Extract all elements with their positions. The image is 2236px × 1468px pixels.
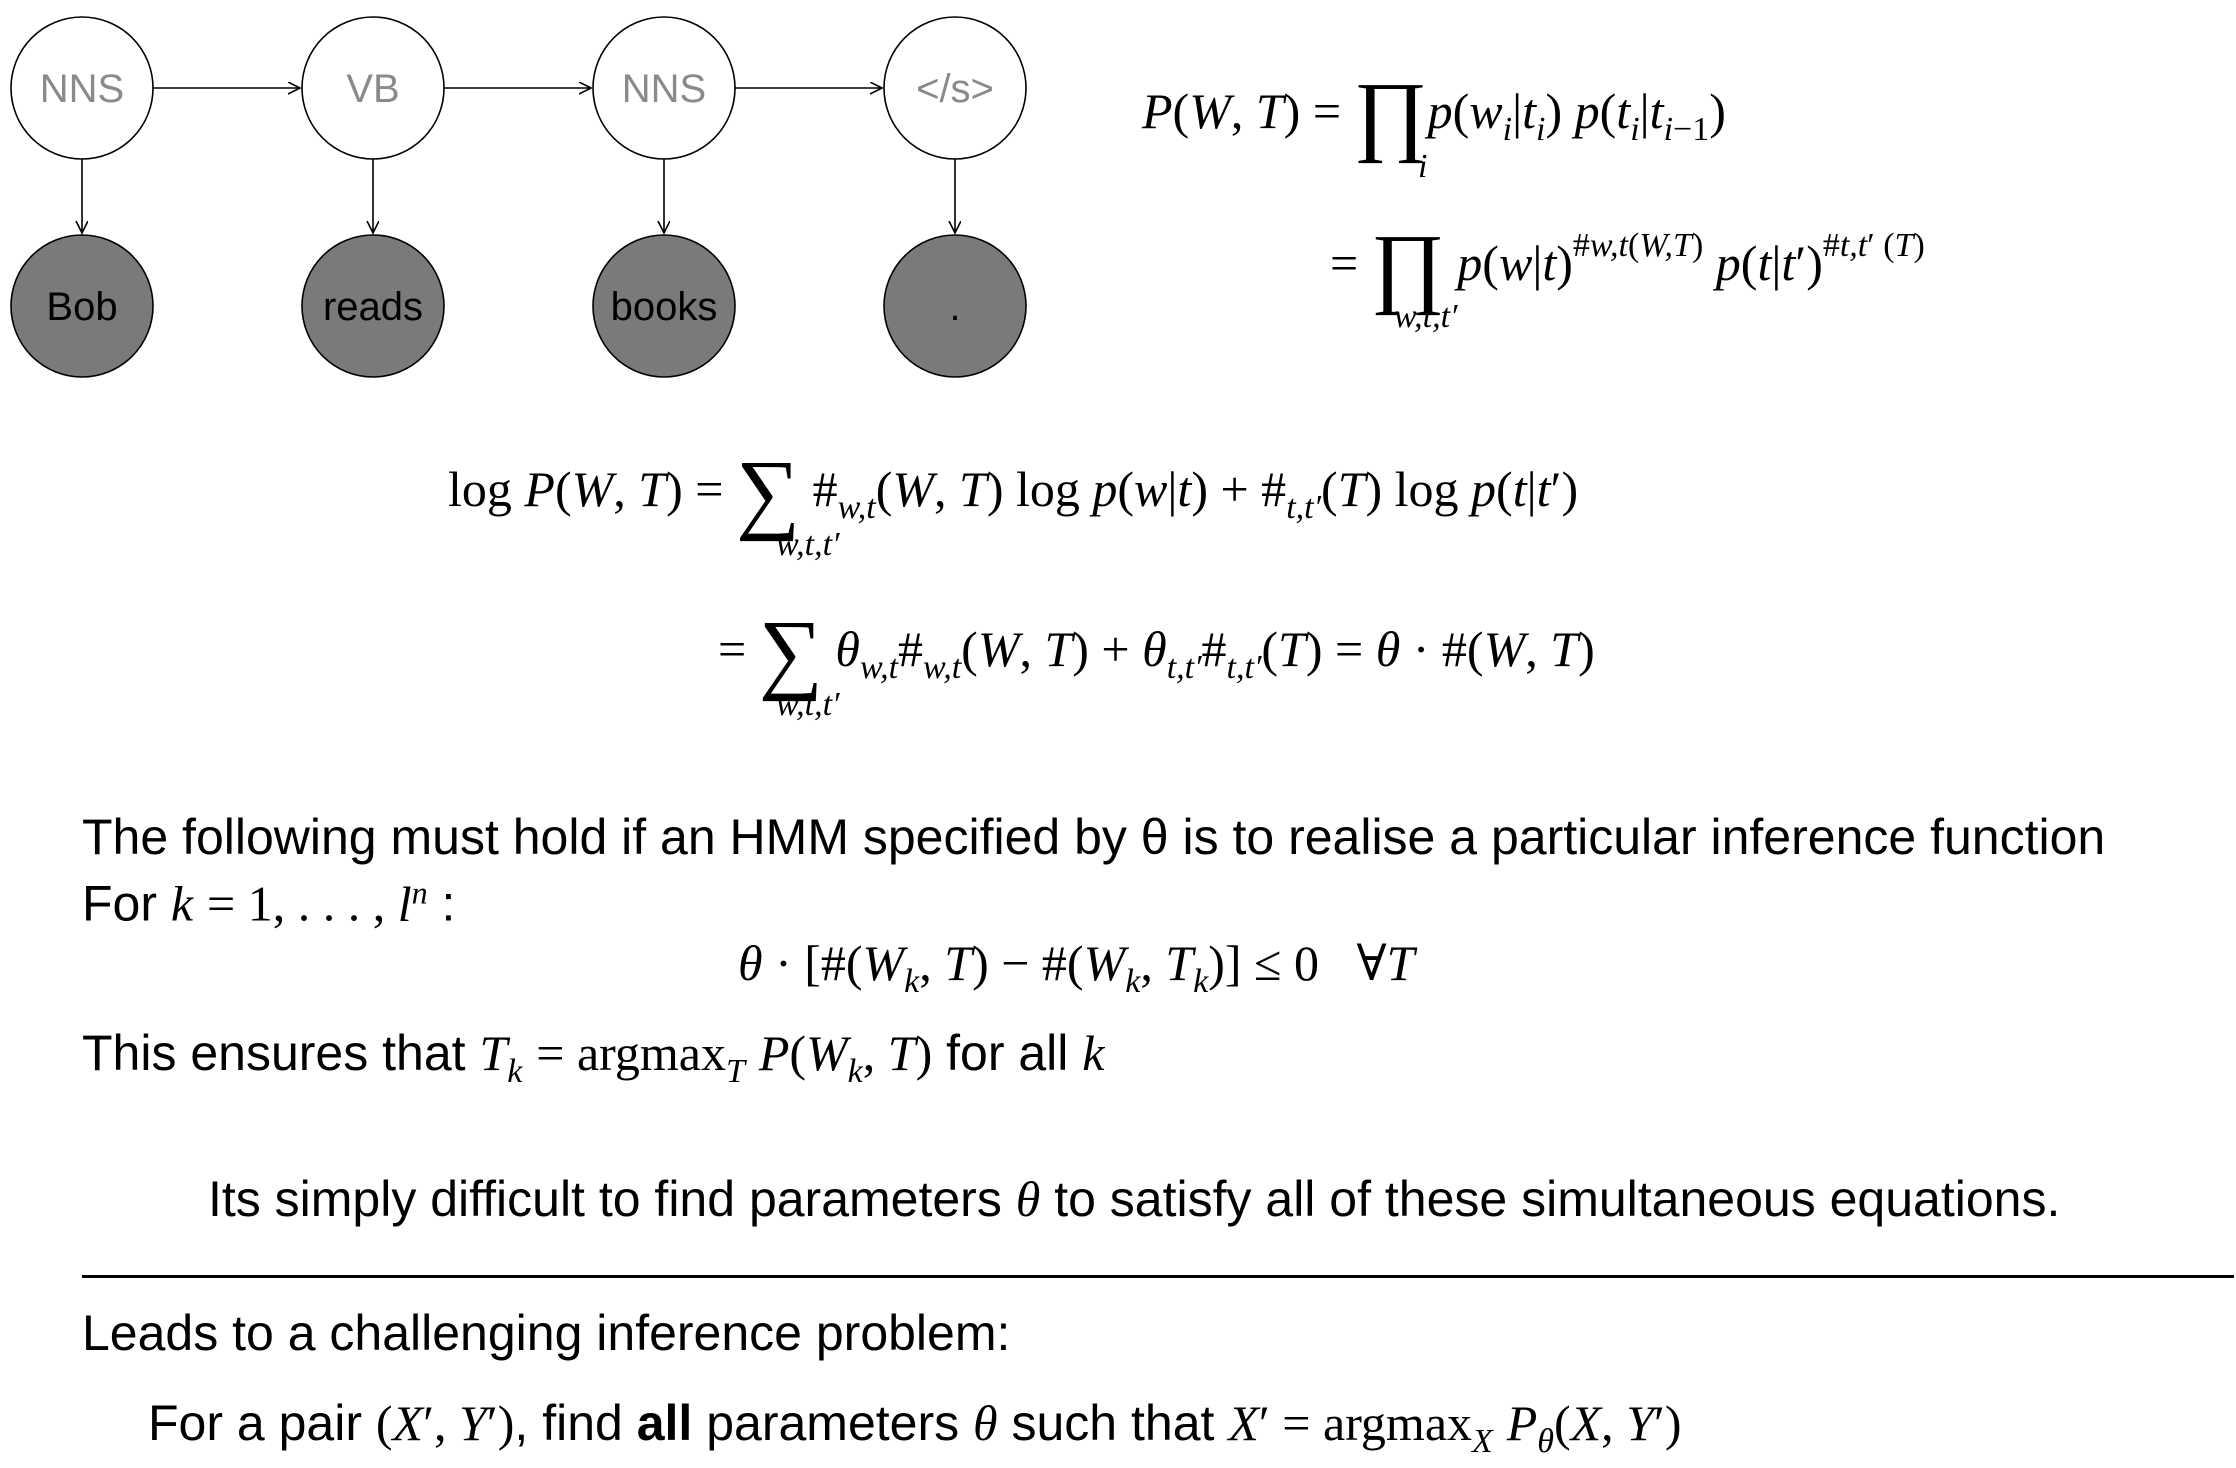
hidden-state-node bbox=[883, 16, 1027, 160]
for-k-line: For k = 1, . . . , ln : bbox=[82, 874, 456, 932]
pair-statement: For a pair (X′, Y′), find all parameters… bbox=[148, 1395, 1682, 1460]
observed-word-node bbox=[883, 234, 1027, 378]
hidden-state-node bbox=[10, 16, 154, 160]
prod-index-wtt: w,t,t′ bbox=[1394, 298, 1458, 335]
sum-index-1: w,t,t′ bbox=[776, 526, 840, 563]
tag-label: </s> bbox=[916, 67, 994, 111]
hidden-state-node bbox=[592, 16, 736, 160]
tag-label: NNS bbox=[622, 67, 706, 111]
ensures-line: This ensures that Tk = argmaxT P(Wk, T) … bbox=[82, 1025, 1105, 1090]
sum-index-2: w,t,t′ bbox=[776, 686, 840, 723]
hmm-nodes: NNS Bob VB reads NNS books </s>. bbox=[10, 16, 1027, 378]
hold-statement: The following must hold if an HMM specif… bbox=[82, 809, 2106, 865]
word-label: Bob bbox=[46, 285, 117, 329]
observed-word-node bbox=[10, 234, 154, 378]
leads-statement: Leads to a challenging inference problem… bbox=[82, 1305, 1011, 1361]
observed-word-node bbox=[592, 234, 736, 378]
word-label: books bbox=[611, 285, 718, 329]
tag-label: VB bbox=[346, 67, 399, 111]
constraint-equation: θ · [#(Wk, T) − #(Wk, Tk)] ≤ 0 ∀T bbox=[738, 935, 1415, 1000]
tag-label: NNS bbox=[40, 67, 124, 111]
hmm-edges bbox=[82, 88, 955, 233]
word-label: . bbox=[949, 285, 960, 329]
hmm-diagram: NNS Bob VB reads NNS books </s>. bbox=[10, 16, 1027, 378]
all-emphasis: all bbox=[636, 1395, 693, 1451]
hidden-state-node bbox=[301, 16, 445, 160]
word-label: reads bbox=[323, 285, 423, 329]
difficulty-statement: Its simply difficult to find parameters … bbox=[208, 1171, 2061, 1227]
observed-word-node bbox=[301, 234, 445, 378]
section-divider bbox=[82, 1275, 2234, 1278]
prod-index-i: i bbox=[1418, 148, 1428, 185]
